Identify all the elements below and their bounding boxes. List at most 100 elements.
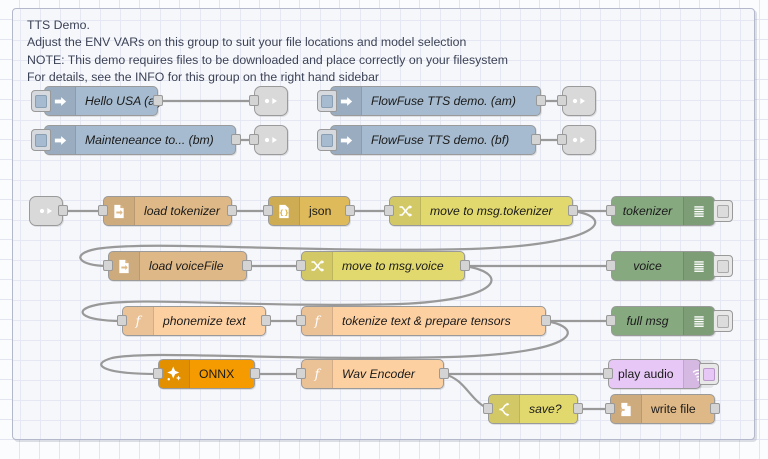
output-port[interactable]	[153, 95, 163, 106]
input-port[interactable]	[603, 368, 613, 379]
onnx-sparkle-icon	[159, 360, 190, 388]
node-link-out-1[interactable]	[249, 86, 288, 116]
input-port[interactable]	[557, 95, 567, 106]
node-link-out-3[interactable]	[557, 86, 596, 116]
node-label: load voiceFile	[149, 259, 224, 273]
output-port[interactable]	[345, 205, 355, 216]
file-out-icon	[611, 395, 642, 423]
input-port[interactable]	[606, 260, 616, 271]
output-port[interactable]	[531, 134, 541, 145]
output-port[interactable]	[242, 260, 252, 271]
input-port[interactable]	[483, 403, 493, 414]
node-load-tokenizer[interactable]: load tokenizer	[98, 196, 237, 226]
file-in-icon	[104, 197, 135, 225]
node-label: ONNX	[199, 367, 235, 381]
node-move-to-msg-voice[interactable]: move to msg.voice	[296, 251, 470, 281]
output-port[interactable]	[439, 368, 449, 379]
node-json[interactable]: {} json	[263, 196, 355, 226]
node-move-to-msg-tokenizer[interactable]: move to msg.tokenizer	[384, 196, 578, 226]
inject-trigger-button[interactable]	[317, 90, 337, 112]
node-label: move to msg.tokenizer	[430, 204, 553, 218]
node-onnx[interactable]: ONNX	[153, 359, 260, 389]
function-f-icon: f	[302, 307, 333, 335]
function-f-icon: f	[302, 360, 333, 388]
node-save-switch[interactable]: save?	[483, 394, 583, 424]
debug-lines-icon	[683, 197, 714, 225]
node-label: Mainteneance to... (bm)	[85, 133, 214, 147]
node-link-in-1[interactable]	[29, 196, 68, 226]
link-out-icon	[255, 126, 287, 154]
node-load-voicefile[interactable]: load voiceFile	[103, 251, 252, 281]
output-port[interactable]	[573, 403, 583, 414]
node-label: Hello USA (af)	[85, 94, 163, 108]
output-port[interactable]	[710, 403, 720, 414]
input-port[interactable]	[296, 260, 306, 271]
node-label: write file	[651, 402, 696, 416]
switch-branch-icon	[489, 395, 520, 423]
output-port[interactable]	[261, 315, 271, 326]
input-port[interactable]	[98, 205, 108, 216]
output-port[interactable]	[536, 95, 546, 106]
node-inject-hello-usa[interactable]: Hello USA (af)	[31, 86, 163, 116]
input-port[interactable]	[249, 95, 259, 106]
output-port[interactable]	[568, 205, 578, 216]
node-label: voice	[633, 259, 662, 273]
input-port[interactable]	[153, 368, 163, 379]
link-out-icon	[563, 126, 595, 154]
node-inject-maintenance[interactable]: Mainteneance to... (bm)	[31, 125, 241, 155]
function-f-icon: f	[123, 307, 154, 335]
node-debug-voice[interactable]: voice	[606, 251, 733, 281]
node-inject-flowfuse-bf[interactable]: FlowFuse TTS demo. (bf)	[317, 125, 541, 155]
output-port[interactable]	[227, 205, 237, 216]
input-port[interactable]	[296, 368, 306, 379]
node-phonemize-text[interactable]: f phonemize text	[117, 306, 271, 336]
input-port[interactable]	[296, 315, 306, 326]
svg-text:{}: {}	[279, 207, 289, 216]
debug-toggle-button[interactable]	[713, 310, 733, 332]
output-port[interactable]	[460, 260, 470, 271]
node-label: tokenizer	[622, 204, 673, 218]
link-in-icon	[30, 197, 62, 225]
input-port[interactable]	[606, 205, 616, 216]
node-inject-flowfuse-am[interactable]: FlowFuse TTS demo. (am)	[317, 86, 546, 116]
input-port[interactable]	[249, 134, 259, 145]
input-port[interactable]	[557, 134, 567, 145]
node-play-audio[interactable]: play audio	[603, 359, 719, 389]
audio-toggle-button[interactable]	[699, 363, 719, 385]
node-label: full msg	[626, 314, 669, 328]
node-link-out-4[interactable]	[557, 125, 596, 155]
debug-toggle-button[interactable]	[713, 200, 733, 222]
node-tokenize-prepare-tensors[interactable]: f tokenize text & prepare tensors	[296, 306, 551, 336]
input-port[interactable]	[605, 403, 615, 414]
inject-trigger-button[interactable]	[31, 129, 51, 151]
debug-toggle-button[interactable]	[713, 255, 733, 277]
node-label: move to msg.voice	[342, 259, 444, 273]
node-label: load tokenizer	[144, 204, 220, 218]
group-comment-text: TTS Demo. Adjust the ENV VARs on this gr…	[27, 18, 508, 84]
output-port[interactable]	[231, 134, 241, 145]
node-link-out-2[interactable]	[249, 125, 288, 155]
inject-trigger-button[interactable]	[317, 129, 337, 151]
inject-trigger-button[interactable]	[31, 90, 51, 112]
node-label: Wav Encoder	[342, 367, 415, 381]
input-port[interactable]	[103, 260, 113, 271]
node-wav-encoder[interactable]: f Wav Encoder	[296, 359, 449, 389]
node-write-file[interactable]: write file	[605, 394, 720, 424]
input-port[interactable]	[606, 315, 616, 326]
node-label: play audio	[618, 367, 674, 381]
input-port[interactable]	[384, 205, 394, 216]
output-port[interactable]	[541, 315, 551, 326]
output-port[interactable]	[58, 205, 68, 216]
input-port[interactable]	[117, 315, 127, 326]
svg-text:f: f	[314, 315, 322, 330]
node-label: phonemize text	[163, 314, 246, 328]
node-label: tokenize text & prepare tensors	[342, 314, 511, 328]
debug-lines-icon	[683, 252, 714, 280]
node-label: save?	[529, 402, 562, 416]
node-debug-full-msg[interactable]: full msg	[606, 306, 733, 336]
output-port[interactable]	[250, 368, 260, 379]
svg-text:f: f	[135, 315, 143, 330]
node-debug-tokenizer[interactable]: tokenizer	[606, 196, 733, 226]
input-port[interactable]	[263, 205, 273, 216]
